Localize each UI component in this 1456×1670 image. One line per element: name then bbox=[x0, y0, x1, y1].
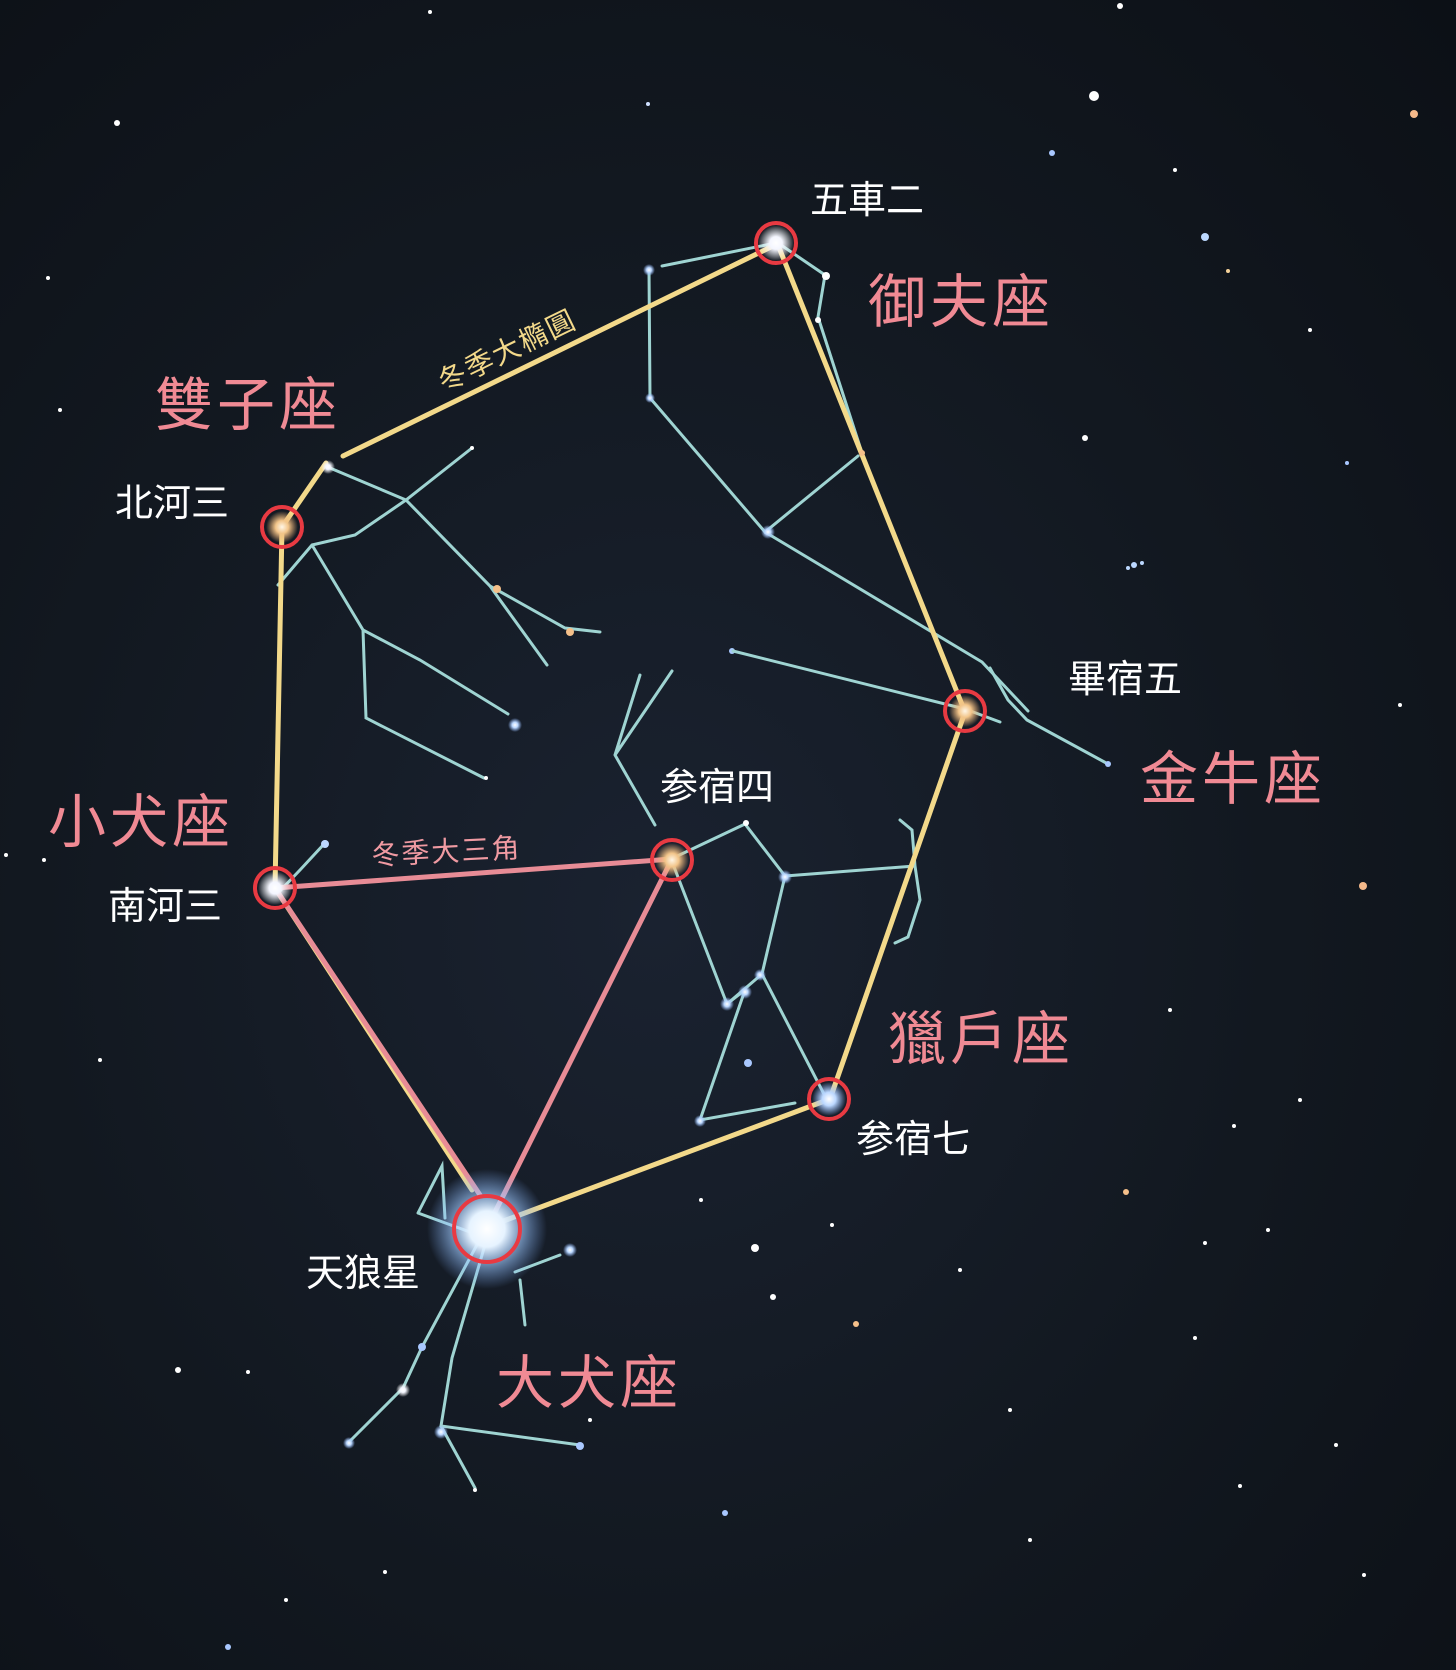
gemini-label: 雙子座 bbox=[155, 371, 341, 439]
sirius-star bbox=[427, 1169, 547, 1289]
sirius-label: 天狼星 bbox=[306, 1251, 420, 1295]
winter-triangle-line bbox=[272, 856, 675, 1231]
auriga-lines bbox=[647, 241, 1030, 713]
pollux-label: 北河三 bbox=[115, 481, 229, 525]
background-stars bbox=[4, 3, 1418, 1650]
taurus-label: 金牛座 bbox=[1140, 745, 1326, 813]
winter-ellipse-line bbox=[272, 242, 968, 1229]
betelgeuse-star bbox=[650, 838, 694, 882]
taurus-lines bbox=[731, 649, 1110, 766]
procyon-label: 南河三 bbox=[108, 884, 222, 928]
auriga-label: 御夫座 bbox=[868, 268, 1054, 336]
rigel-star bbox=[807, 1077, 851, 1121]
procyon-star bbox=[253, 866, 297, 910]
pollux-star bbox=[260, 505, 304, 549]
winter-triangle-label: 冬季大三角 bbox=[371, 831, 523, 872]
capella-label: 五車二 bbox=[810, 178, 924, 222]
canis-major-label: 大犬座 bbox=[496, 1349, 682, 1417]
betelgeuse-label: 参宿四 bbox=[660, 765, 774, 809]
orion-label: 獵戶座 bbox=[888, 1005, 1074, 1073]
aldebaran-star bbox=[943, 689, 987, 733]
rigel-label: 参宿七 bbox=[856, 1117, 970, 1161]
orion-lines bbox=[613, 669, 922, 1122]
aldebaran-label: 畢宿五 bbox=[1068, 657, 1182, 701]
stick-figures bbox=[276, 241, 1110, 1490]
figure-stars bbox=[321, 264, 1111, 1492]
gemini-lines bbox=[276, 446, 602, 780]
canis-minor-label: 小犬座 bbox=[48, 788, 234, 856]
capella-star bbox=[754, 221, 798, 265]
